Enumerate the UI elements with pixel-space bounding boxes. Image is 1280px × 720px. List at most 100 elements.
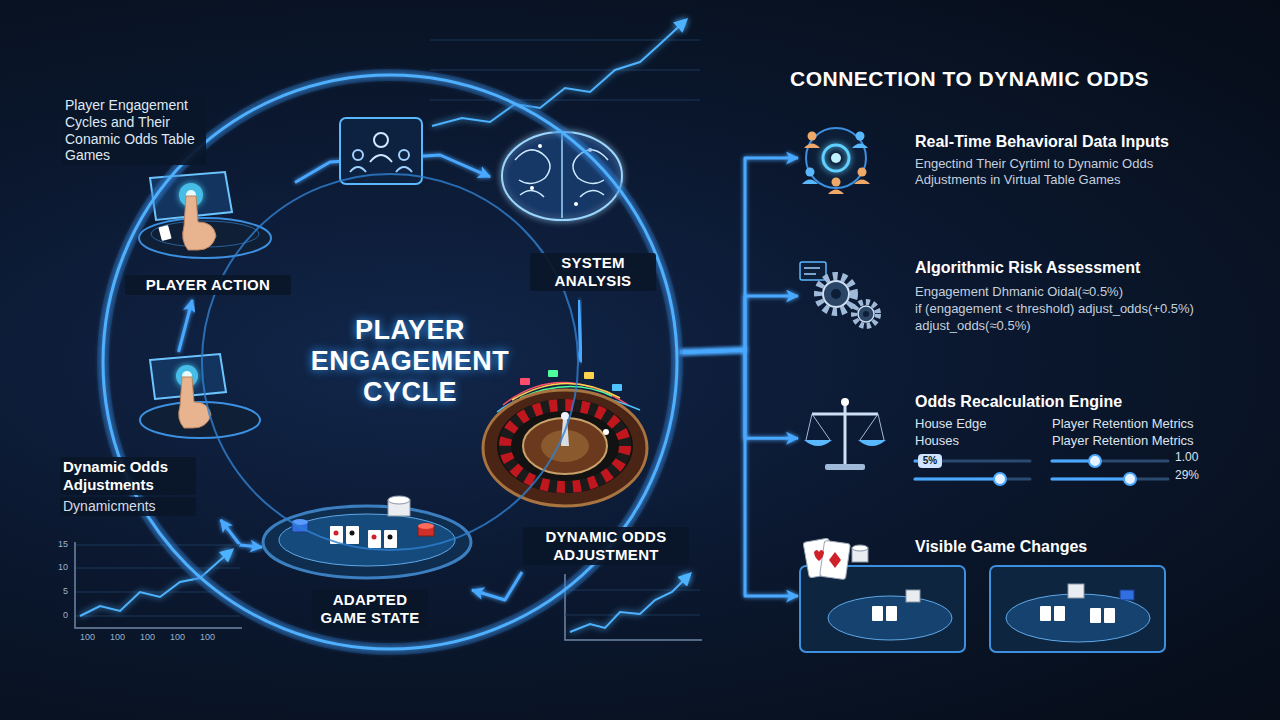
flow-arrow: [579, 300, 582, 362]
card-icon: [852, 545, 868, 551]
stage-label: PLAYER ACTION: [125, 275, 291, 295]
brain-icon: [538, 144, 542, 148]
blackjack-table: [368, 530, 381, 548]
line-chart: [75, 616, 240, 617]
feature-heading: Odds Recalculation Engine: [915, 392, 1122, 411]
stage-node: SYSTEM ANALYSIS: [490, 128, 660, 300]
section-title: CONNECTION TO DYNAMIC ODDS: [790, 66, 1149, 91]
stage-label: Dynamic Odds Adjustments: [60, 457, 196, 495]
roulette-wheel: [561, 412, 569, 420]
people-icon: [806, 128, 866, 188]
brain-icon: [580, 190, 604, 197]
blackjack-table: [263, 506, 471, 578]
slider-control: [915, 478, 1030, 481]
tablet-icon: [183, 196, 216, 250]
brain-icon: [574, 202, 578, 206]
axis-tick: 100: [170, 633, 185, 643]
trend-chart: [430, 70, 700, 71]
stage-label: ADAPTED GAME STATE: [312, 590, 428, 628]
slider-value: 1.00: [1175, 450, 1198, 464]
feature-item: Real-Time Behavioral Data InputsEngectin…: [798, 118, 1204, 198]
screen-icon: [370, 155, 392, 162]
stage-label: DYNAMIC ODDS ADJUSTMENT: [523, 527, 689, 565]
blackjack-table: [418, 523, 434, 529]
slider-control: [1052, 478, 1130, 481]
roulette-wheel: [483, 390, 647, 506]
inner-ring: [202, 174, 578, 550]
trend-chart: [430, 40, 700, 41]
blackjack-table: [388, 496, 410, 504]
screen-icon: [396, 167, 412, 172]
game-thumbnail: [872, 606, 883, 621]
game-thumbnail: [828, 596, 952, 640]
slider-value: 5%: [918, 454, 942, 468]
blackjack-table: [334, 531, 339, 536]
blackjack-table: [388, 535, 393, 540]
flow-arrow: [680, 158, 798, 352]
line-chart: [565, 574, 702, 640]
feature-heading: Algorithmic Risk Assessment: [915, 258, 1140, 277]
scale-icon: [844, 402, 847, 464]
scale-icon: [860, 414, 878, 440]
people-icon: [828, 190, 844, 195]
blackjack-table: [346, 526, 359, 544]
axis-tick: 100: [80, 633, 95, 643]
roulette-wheel: [523, 418, 607, 474]
people-icon: [802, 128, 870, 194]
card-icon: [814, 550, 824, 561]
axis-tick: 100: [140, 633, 155, 643]
gear-icon: [854, 302, 878, 326]
slider-control: [994, 473, 1006, 485]
roulette-wheel: [497, 399, 633, 493]
game-thumbnail: [990, 566, 1165, 652]
stage-node: Dynamic Odds AdjustmentsDynamicments: [55, 352, 258, 520]
screen-icon: [350, 167, 366, 172]
screen-icon: [399, 150, 409, 160]
metric-name: House Edge: [915, 416, 987, 432]
card-icon: [803, 538, 868, 580]
flow-arrow: [680, 350, 798, 596]
game-thumbnail: [1120, 590, 1134, 600]
gear-icon: [831, 289, 841, 299]
slider-control: [1124, 473, 1136, 485]
people-icon: [831, 153, 841, 163]
gear-icon: [863, 311, 869, 317]
line-chart: [565, 574, 702, 640]
code-line: if (engagement < threshold) adjust_odds(…: [915, 301, 1194, 317]
slider-control: [918, 454, 942, 468]
game-thumbnail: [1090, 608, 1101, 623]
blackjack-table: [372, 535, 377, 540]
people-icon: [852, 144, 868, 149]
people-icon: [808, 132, 817, 141]
scale-icon: [858, 440, 886, 446]
metric-name: Player Retention Metrics: [1052, 416, 1194, 432]
code-line: Engagement Dhmanic Oidal(≈0.5%): [915, 284, 1123, 300]
line-chart: [570, 574, 690, 632]
roulette-wheel: [584, 372, 594, 379]
axis-tick: 10: [52, 563, 68, 573]
gear-icon: [804, 267, 820, 269]
game-thumbnail: [800, 566, 1165, 652]
blackjack-table: [263, 496, 471, 578]
line-chart: [75, 545, 240, 546]
metric-name: Houses: [915, 433, 959, 449]
gear-icon: [804, 273, 816, 275]
gear-icon: [858, 306, 874, 322]
people-icon: [804, 144, 820, 149]
blackjack-table: [384, 530, 397, 548]
slider-control: [1052, 460, 1168, 463]
slider-control: [915, 478, 1000, 481]
gear-icon: [800, 262, 878, 326]
gear-icon: [800, 262, 826, 280]
screen-icon: [353, 150, 363, 160]
stage-sublabel: Dynamicments: [60, 497, 196, 516]
people-icon: [858, 168, 867, 177]
slider-control: [915, 454, 1168, 485]
trend-chart: [430, 100, 700, 101]
brain-icon: [515, 150, 550, 184]
scale-icon: [806, 414, 812, 440]
line-chart: [565, 590, 700, 591]
scale-icon: [878, 414, 884, 440]
scale-icon: [825, 464, 865, 470]
